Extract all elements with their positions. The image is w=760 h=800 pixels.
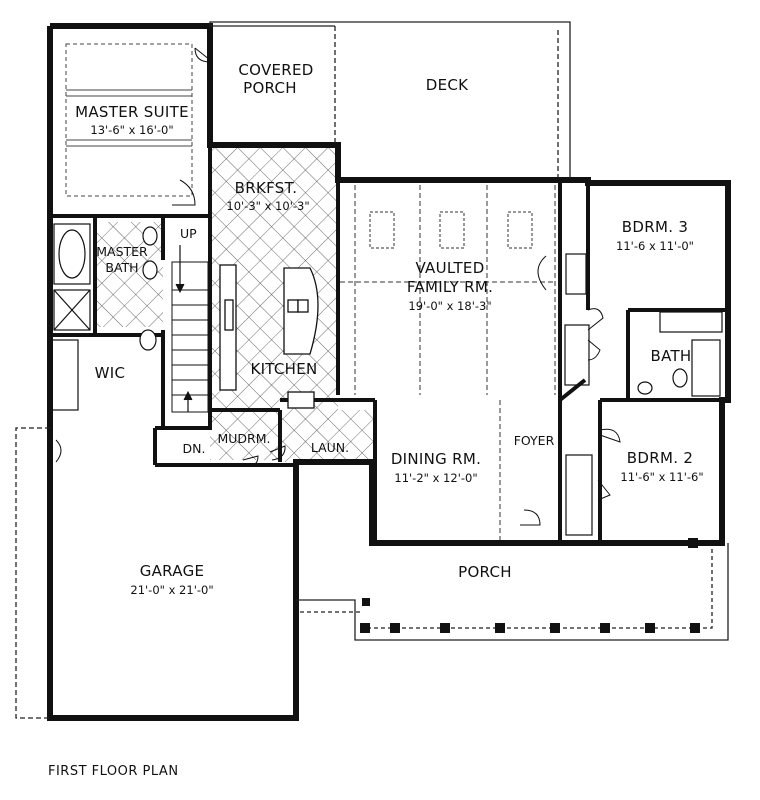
bedroom2-label: BDRM. 2 xyxy=(627,449,693,467)
covered-porch-label-line2: PORCH xyxy=(243,79,297,97)
deck-outline xyxy=(209,21,571,178)
garage-label: GARAGE xyxy=(140,562,205,580)
front-porch-outline xyxy=(296,543,729,641)
mudroom-tile-floor xyxy=(210,410,280,460)
skylights xyxy=(369,211,533,249)
covered-porch-label-line1: COVERED xyxy=(238,61,313,79)
foyer-label: FOYER xyxy=(514,433,555,448)
kitchen-label: KITCHEN xyxy=(250,360,317,378)
exterior-walls xyxy=(47,23,731,721)
interior-walls xyxy=(50,145,728,543)
door-swings xyxy=(55,47,621,526)
deck-label: DECK xyxy=(426,76,469,94)
master-bath-label-line2: BATH xyxy=(105,260,138,275)
laundry-label: LAUN. xyxy=(311,440,349,455)
bath-fixtures xyxy=(53,223,721,397)
porch-columns xyxy=(360,538,700,633)
bath-label: BATH xyxy=(650,347,691,365)
breakfast-label: BRKFST. xyxy=(235,179,298,197)
master-suite-label: MASTER SUITE xyxy=(75,103,189,121)
family-room-label-line2: FAMILY RM. xyxy=(407,278,493,296)
dining-room-label: DINING RM. xyxy=(391,450,481,468)
porch-label: PORCH xyxy=(458,563,512,581)
tray-ceiling xyxy=(65,43,193,197)
stairs-down-label: DN. xyxy=(183,441,206,456)
stairs-up-label: UP xyxy=(180,226,197,241)
plan-title: FIRST FLOOR PLAN xyxy=(48,764,179,779)
staircase xyxy=(171,245,209,413)
garage-side-wing xyxy=(15,427,50,719)
kitchen-fixtures xyxy=(219,264,319,409)
closet-rods xyxy=(51,253,723,536)
bedroom3-label: BDRM. 3 xyxy=(622,218,688,236)
family-room-label-line1: VAULTED xyxy=(415,259,484,277)
bedroom3-dimensions: 11'-6 x 11'-0" xyxy=(616,239,694,253)
wic-label: WIC xyxy=(95,364,126,382)
master-bath-label-line1: MASTER xyxy=(96,244,148,259)
family-room-dimensions: 19'-0" x 18'-3" xyxy=(408,299,491,313)
vaulted-ceiling-beams xyxy=(340,185,556,540)
mudroom-label: MUDRM. xyxy=(217,431,270,446)
bedroom2-dimensions: 11'-6" x 11'-6" xyxy=(620,470,703,484)
dining-room-dimensions: 11'-2" x 12'-0" xyxy=(394,471,477,485)
breakfast-dimensions: 10'-3" x 10'-3" xyxy=(226,199,309,213)
laundry-tile-floor xyxy=(280,410,375,462)
master-suite-dimensions: 13'-6" x 16'-0" xyxy=(90,123,173,137)
garage-dimensions: 21'-0" x 21'-0" xyxy=(130,583,213,597)
